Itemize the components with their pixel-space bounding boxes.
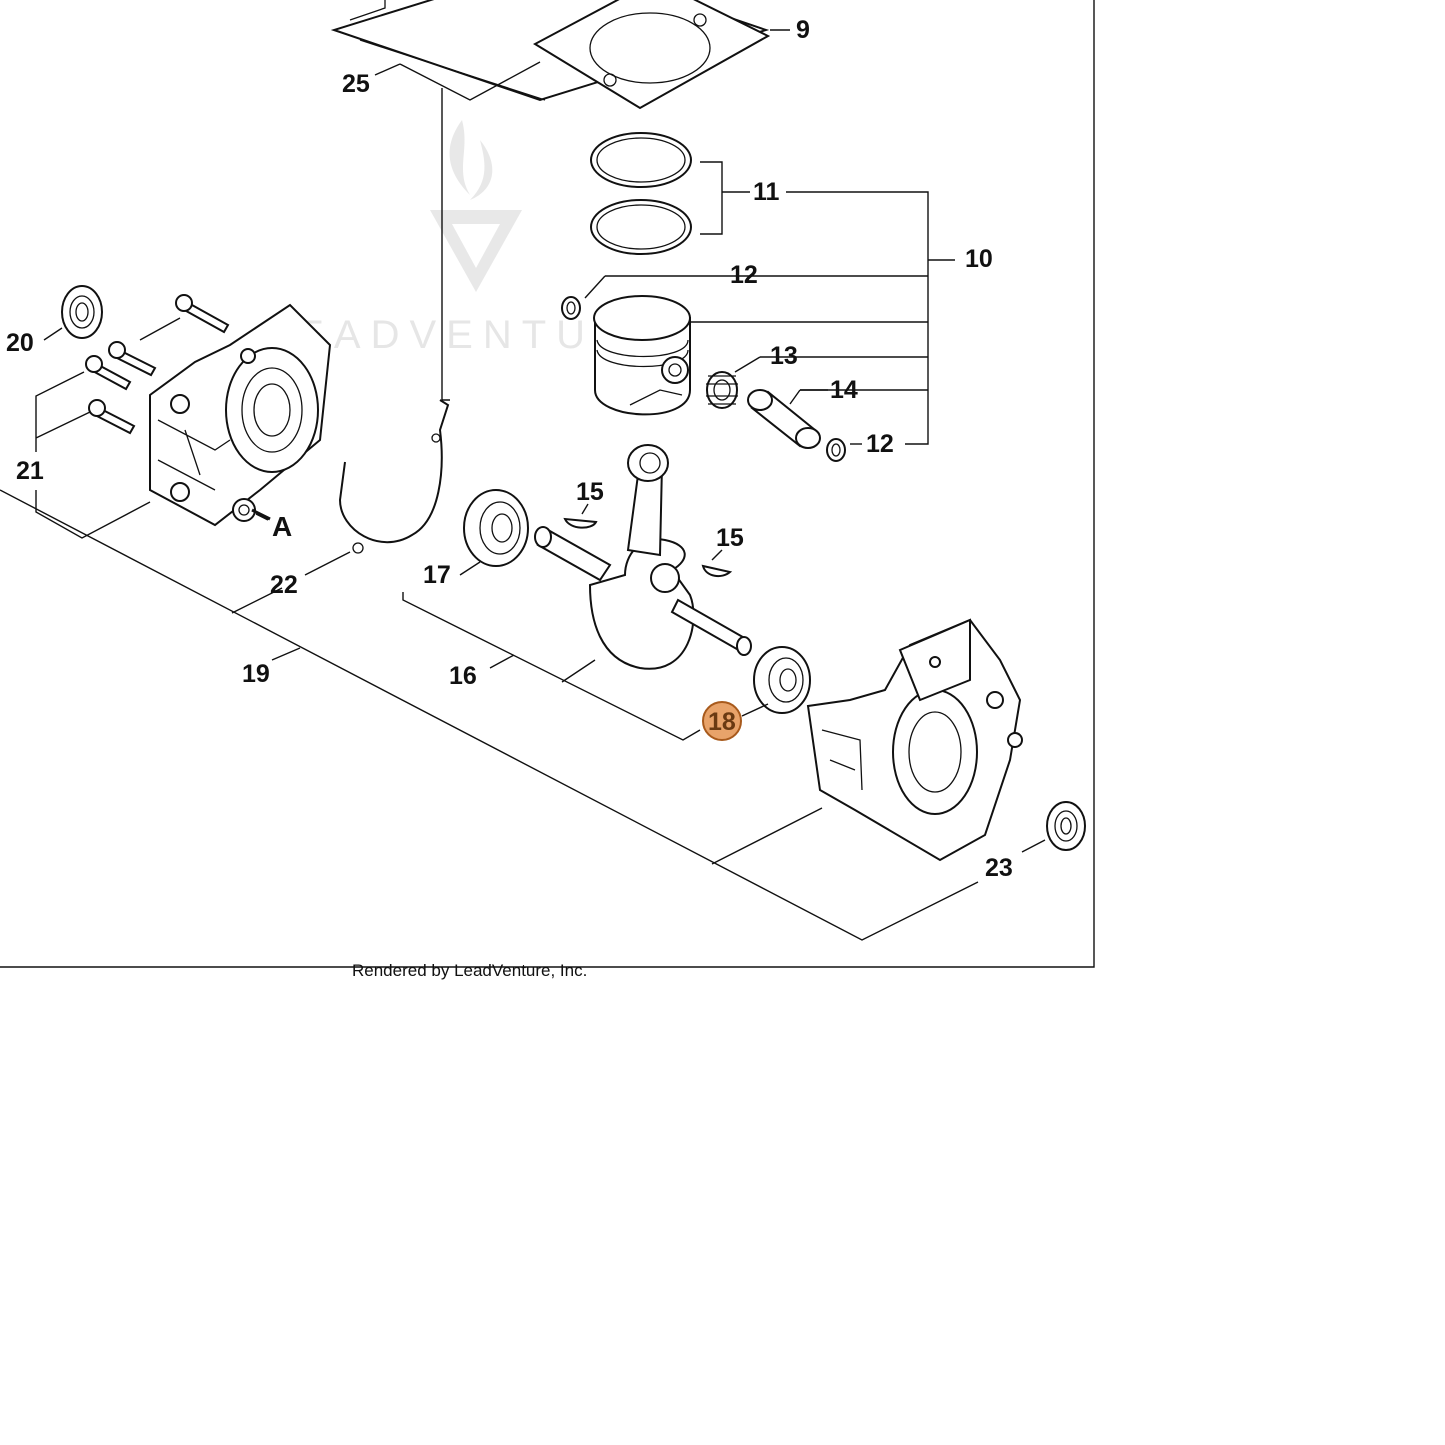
callout-21[interactable]: 21: [16, 457, 44, 485]
part-17-bearing[interactable]: [463, 489, 529, 567]
leader-12a: [584, 275, 606, 299]
callout-18-highlighted[interactable]: 18: [702, 701, 742, 741]
callout-15-right[interactable]: 15: [716, 524, 744, 552]
callout-12-lower[interactable]: 12: [866, 430, 894, 458]
leader-15a: [581, 503, 589, 515]
callout-18-badge: [702, 701, 742, 741]
leader-20: [43, 327, 63, 341]
part-12-circlip-upper[interactable]: [561, 296, 581, 320]
part-11-piston-rings[interactable]: [590, 132, 692, 255]
callout-18[interactable]: 18: [708, 708, 736, 736]
part-19-crankcase-left[interactable]: [149, 303, 332, 527]
callout-23[interactable]: 23: [985, 854, 1013, 882]
callout-22[interactable]: 22: [270, 571, 298, 599]
callout-A[interactable]: A: [272, 511, 292, 542]
callout-12-upper[interactable]: 12: [730, 261, 758, 289]
part-23-oil-seal[interactable]: [1046, 801, 1086, 851]
part-15-woodruff-key-a[interactable]: [563, 517, 598, 529]
callout-16[interactable]: 16: [449, 662, 477, 690]
leader-19: [0, 489, 979, 941]
part-12-circlip-lower[interactable]: [826, 438, 846, 462]
part-piston[interactable]: [593, 295, 691, 416]
part-22-crankcase-gasket[interactable]: [338, 399, 450, 554]
watermark-logo: [430, 120, 522, 292]
part-14-piston-pin[interactable]: [747, 389, 821, 449]
callout-11[interactable]: 11: [753, 178, 780, 206]
leader-22: [304, 551, 351, 576]
footer-credit: Rendered by LeadVenture, Inc.: [352, 961, 587, 980]
callout-20[interactable]: 20: [6, 329, 34, 357]
part-15-woodruff-key-b[interactable]: [701, 564, 733, 578]
leader-23: [1021, 839, 1046, 853]
callout-25[interactable]: 25: [342, 70, 370, 98]
callout-10[interactable]: 10: [965, 245, 993, 273]
leader-17: [459, 561, 481, 576]
leader-11: [700, 161, 750, 235]
part-16-crankshaft[interactable]: [534, 444, 752, 670]
part-13-needle-bearing[interactable]: [706, 371, 738, 409]
callout-13[interactable]: 13: [770, 342, 798, 370]
leader-A-arrow: [251, 508, 271, 521]
callout-19[interactable]: 19: [242, 660, 270, 688]
part-19-crankcase-right[interactable]: [806, 618, 1023, 862]
leader-13: [734, 356, 761, 373]
part-20-oil-seal[interactable]: [61, 285, 103, 339]
leader-16: [402, 592, 701, 741]
leader-14: [789, 389, 828, 405]
diagram-frame: [0, 0, 1095, 968]
callout-9[interactable]: 9: [796, 16, 810, 44]
callout-17[interactable]: 17: [423, 561, 451, 589]
part-18-bearing[interactable]: [753, 646, 811, 714]
leader-21: [35, 317, 181, 539]
leader-15b: [711, 549, 723, 561]
callout-14[interactable]: 14: [830, 376, 858, 404]
leader-10: [605, 191, 955, 445]
leader-25: [374, 61, 541, 401]
leader-A: [255, 513, 269, 521]
leader-18: [741, 703, 769, 717]
part-9-gasket[interactable]: [532, 0, 771, 110]
part-21-bolts[interactable]: [85, 294, 230, 435]
callout-15-left[interactable]: 15: [576, 478, 604, 506]
